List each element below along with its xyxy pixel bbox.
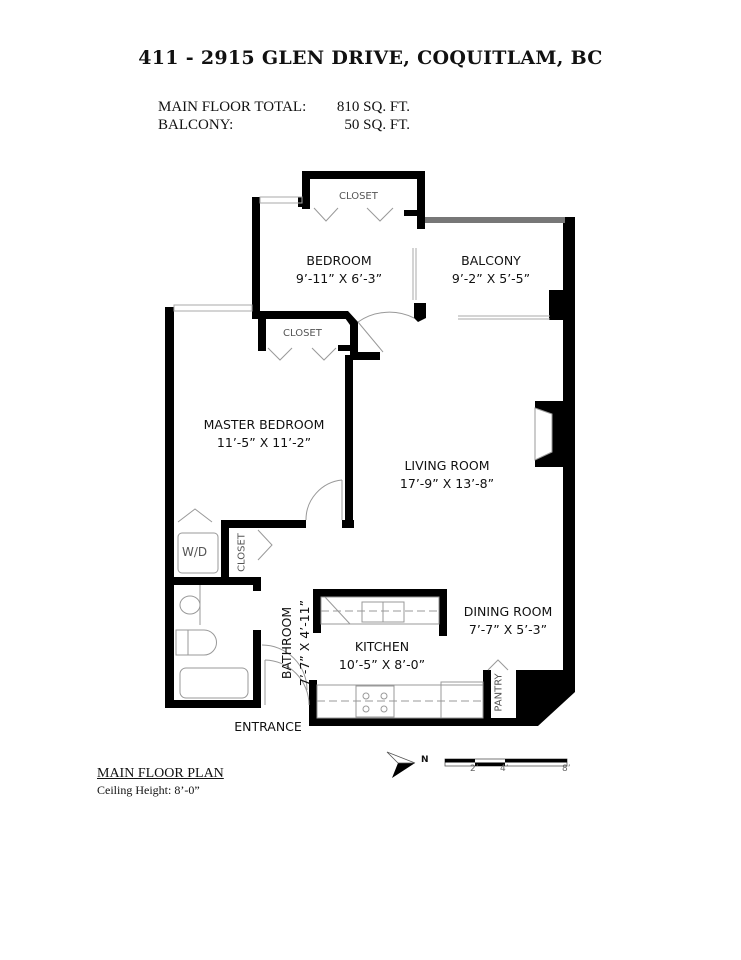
closet-label: CLOSET (236, 533, 248, 572)
pantry-label: PANTRY (493, 673, 505, 712)
room-dims: 10’-5” X 8’-0” (338, 657, 426, 672)
room-name: BEDROOM (306, 253, 372, 268)
room-name: MASTER BEDROOM (203, 417, 325, 432)
room-balcony: BALCONY 9’-2” X 5’-5” (452, 252, 530, 288)
room-name: LIVING ROOM (404, 458, 490, 473)
room-dims: 9’-11” X 6’-3” (295, 271, 383, 286)
north-label: N (421, 755, 429, 765)
property-address-title: 411 - 2915 GLEN DRIVE, COQUITLAM, BC (138, 47, 603, 69)
scale-tick: 8’ (562, 764, 571, 774)
area-main-floor: MAIN FLOOR TOTAL: 810 SQ. FT. (158, 99, 410, 116)
washer-dryer-label: W/D (182, 545, 208, 559)
room-living-room: LIVING ROOM 17’-9” X 13’-8” (400, 457, 494, 493)
room-name: KITCHEN (354, 639, 410, 654)
room-dims: 7’-7” X 4’-11” (297, 599, 312, 687)
room-master-bedroom: MASTER BEDROOM 11’-5” X 11’-2” (204, 416, 325, 452)
area-balcony: BALCONY: 50 SQ. FT. (158, 117, 410, 134)
closet-label: CLOSET (339, 191, 378, 202)
scale-tick: 4’ (500, 764, 509, 774)
area-value: 50 SQ. FT. (344, 117, 410, 133)
area-label: MAIN FLOOR TOTAL: (158, 99, 307, 115)
room-bathroom: BATHROOM 7’-7” X 4’-11” (278, 583, 314, 703)
ceiling-height: Ceiling Height: 8’-0” (97, 783, 200, 797)
area-value: 810 SQ. FT. (336, 99, 410, 115)
scale-bar (444, 758, 568, 767)
room-dining-room: DINING ROOM 7’-7” X 5’-3” (464, 603, 553, 639)
room-dims: 9’-2” X 5’-5” (451, 271, 531, 286)
area-label: BALCONY: (158, 117, 234, 133)
room-kitchen: KITCHEN 10’-5” X 8’-0” (339, 638, 425, 674)
plan-title: MAIN FLOOR PLAN (97, 766, 224, 781)
room-dims: 7’-7” X 5’-3” (468, 622, 548, 637)
closet-label: CLOSET (283, 328, 322, 339)
room-name: BALCONY (461, 253, 521, 268)
room-bedroom: BEDROOM 9’-11” X 6’-3” (296, 252, 382, 288)
room-dims: 11’-5” X 11’-2” (216, 435, 312, 450)
north-arrow-icon (386, 751, 416, 778)
room-name: DINING ROOM (463, 604, 553, 619)
room-name: BATHROOM (279, 606, 294, 680)
entrance-label: ENTRANCE (234, 719, 302, 734)
scale-tick: 2’ (470, 764, 479, 774)
room-dims: 17’-9” X 13’-8” (399, 476, 495, 491)
